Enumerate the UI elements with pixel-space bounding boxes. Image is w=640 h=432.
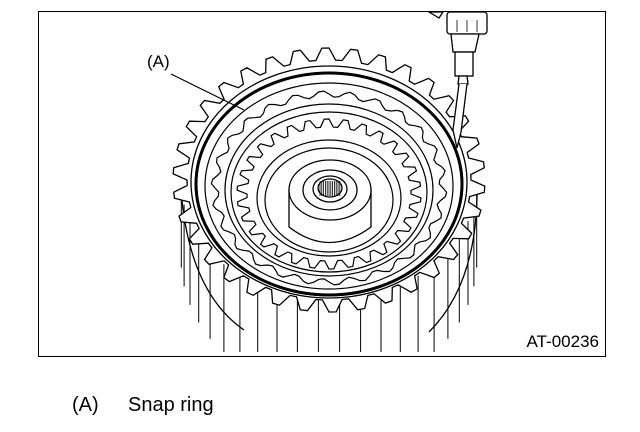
- legend: (A) Snap ring: [72, 394, 214, 417]
- inner-hub-spline: [236, 118, 422, 270]
- legend-tag: (A): [72, 394, 99, 416]
- center-hub: [288, 159, 372, 244]
- needle-bearing: [319, 181, 341, 196]
- callout-label-a: (A): [147, 52, 170, 71]
- figure-code: AT-00236: [526, 332, 599, 351]
- legend-text: Snap ring: [128, 394, 214, 416]
- callout-leader: [170, 73, 245, 111]
- clutch-plate-wave: [210, 90, 448, 286]
- snap-ring: [194, 71, 464, 297]
- clutch-drum-illustration: [170, 12, 488, 352]
- figure-frame: (A) AT-00236: [38, 11, 606, 357]
- screwdriver: [427, 12, 488, 149]
